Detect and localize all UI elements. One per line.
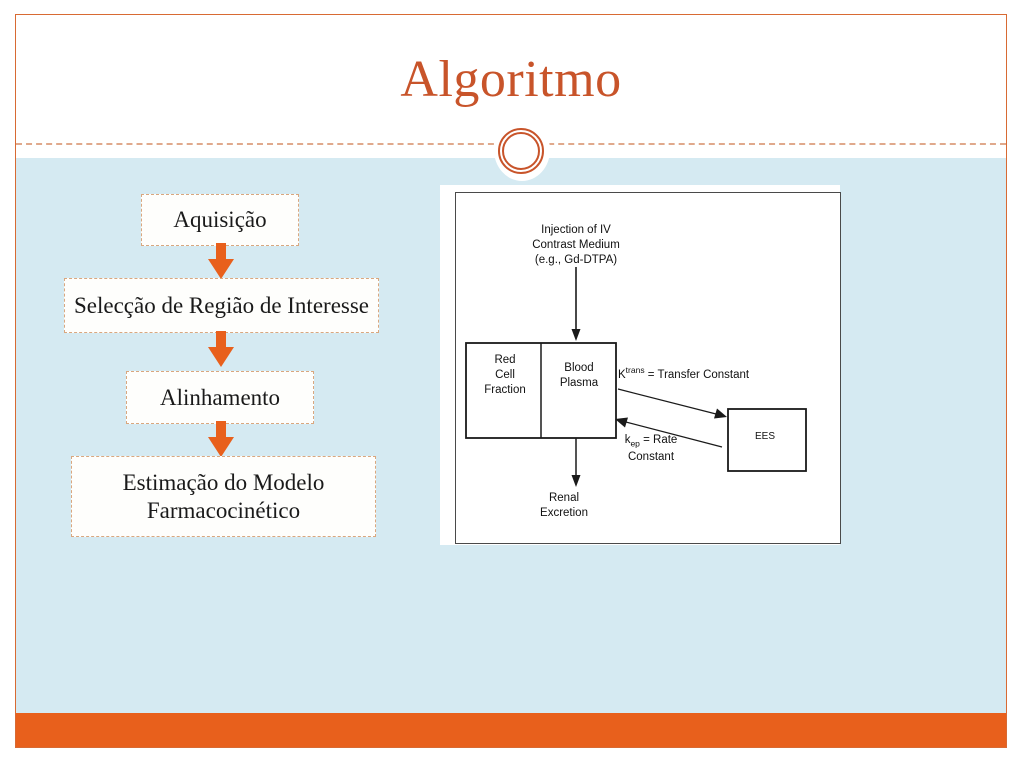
diagram-label-red-cell-fraction: Red Cell Fraction — [484, 354, 526, 397]
transfer-constant-text: = Transfer Constant — [647, 368, 750, 381]
diagram-vector-layer — [465, 267, 807, 487]
flow-step-label: Alinhamento — [159, 384, 281, 410]
flow-arrow-down-icon-1 — [208, 243, 234, 279]
diagram-label-renal-excretion: Renal Excretion — [540, 492, 588, 520]
flow-step-label: Aquisição — [173, 207, 267, 233]
flow-step-aquisicao[interactable]: Aquisição — [141, 194, 299, 246]
arrow-shaft — [216, 331, 226, 350]
flowchart: Aquisição Selecção de Região de Interess… — [16, 15, 1006, 747]
arrow-shaft — [216, 421, 226, 440]
flow-step-seleccao-regiao-interesse[interactable]: Selecção de Região de Interesse — [64, 278, 379, 333]
arrow-head — [208, 347, 234, 367]
flow-step-estimacao-modelo-farmacocinetico[interactable]: Estimação do Modelo Farmacocinético — [71, 456, 376, 537]
flow-arrow-down-icon-2 — [208, 331, 234, 367]
ornament-ring-inner — [502, 132, 540, 170]
diagram-label-rate-constant: kep = Rate Constant — [596, 433, 706, 465]
flow-step-label: Selecção de Região de Interesse — [73, 292, 370, 318]
transfer-constant-symbol: K — [618, 368, 626, 381]
diagram-canvas: Injection of IV Contrast Medium (e.g., G… — [456, 193, 840, 543]
circle-ornament-icon — [494, 119, 550, 181]
rate-constant-text: = Rate Constant — [627, 434, 678, 463]
diagram-label-transfer-constant: Ktrans = Transfer Constant — [618, 365, 808, 383]
flow-step-alinhamento[interactable]: Alinhamento — [126, 371, 314, 424]
diagram-label-blood-plasma: Blood Plasma — [559, 362, 599, 390]
flow-step-label: Estimação do Modelo Farmacocinético — [122, 470, 325, 523]
arrow-shaft — [216, 243, 226, 262]
page-title: Algoritmo — [400, 51, 622, 108]
pharmacokinetic-diagram[interactable]: Injection of IV Contrast Medium (e.g., G… — [455, 192, 841, 544]
diagram-label-injection: Injection of IV Contrast Medium (e.g., G… — [532, 224, 620, 267]
transfer-constant-superscript: trans — [625, 365, 645, 375]
slide-footer-bar — [16, 713, 1006, 747]
rate-constant-symbol: k — [624, 434, 631, 446]
ornament-ring-outer — [498, 128, 544, 174]
flow-arrow-down-icon-3 — [208, 421, 234, 457]
rate-constant-subscript: ep — [630, 438, 640, 449]
diagram-label-ees: EES — [754, 431, 775, 442]
arrow-head — [208, 437, 234, 457]
arrow-head — [208, 259, 234, 279]
